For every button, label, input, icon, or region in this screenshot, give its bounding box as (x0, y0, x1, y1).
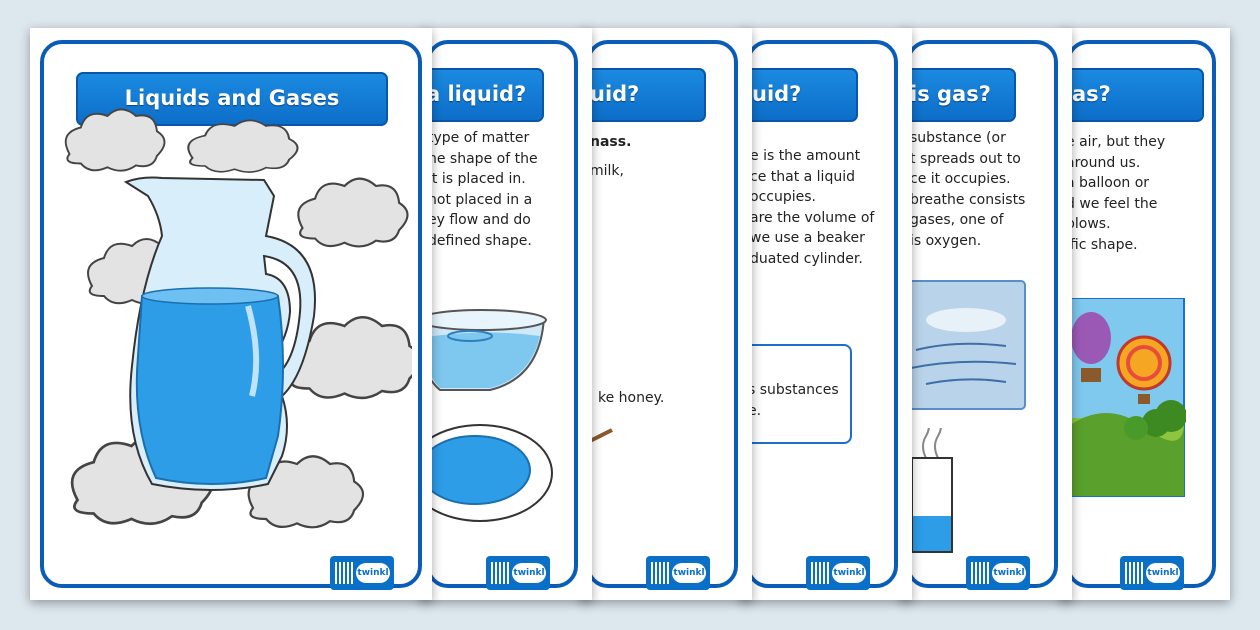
plate-icon (420, 424, 553, 522)
text-line: ce that a liquid (750, 168, 855, 185)
twinkl-logo: twinkl (1120, 556, 1184, 590)
twinkl-logo: twinkl (486, 556, 550, 590)
jug-icon (123, 176, 316, 491)
balloon-scene-icon (1066, 298, 1186, 497)
text-line: s substances (748, 382, 839, 398)
poster-title: uid? (580, 68, 706, 122)
bowl-icon (420, 309, 547, 391)
text-line: not placed in a (428, 191, 533, 208)
twinkl-logo: twinkl (806, 556, 870, 590)
poster-2: a liquid? type of matter he shape of the… (420, 28, 592, 600)
text-line: occupies. (750, 189, 816, 205)
poster-text: e is the amount ce that a liquid occupie… (750, 146, 874, 269)
text-line: d we feel the (1066, 195, 1158, 212)
text-line: it is placed in. (428, 171, 526, 187)
text-line: substance (or (910, 130, 1006, 146)
qr-code-icon (491, 562, 509, 584)
qr-code-icon (651, 562, 669, 584)
poster-text: substance (or t spreads out to ce it occ… (910, 128, 1025, 251)
poster-1: Liquids and Gases twinkl (30, 28, 432, 600)
cloud-icon (297, 177, 409, 248)
text-line: ey flow and do (428, 212, 531, 228)
jug-illustration (64, 108, 412, 529)
twinkl-logo: twinkl (966, 556, 1030, 590)
poster-title: Liquids and Gases (76, 72, 388, 126)
text-line: type of matter (428, 130, 530, 146)
qr-code-icon (811, 562, 829, 584)
poster-text: type of matter he shape of the it is pla… (428, 128, 538, 251)
poster-6: as? e air, but they around us. a balloon… (1060, 28, 1230, 600)
qr-code-icon (1125, 562, 1143, 584)
text-line: milk, (590, 162, 624, 179)
info-box: s substances e. (740, 344, 852, 444)
cloud-icon (64, 108, 166, 172)
text-line: are the volume of (750, 209, 875, 226)
poster-text: ke honey. (598, 388, 664, 409)
twinkl-logo: twinkl (646, 556, 710, 590)
text-line: e. (748, 402, 762, 419)
text-line: e is the amount (750, 148, 861, 164)
text-line: we use a beaker (750, 230, 865, 246)
text-line: is oxygen. (910, 232, 982, 249)
cloud-icon (187, 119, 299, 174)
text-line: gases, one of (910, 212, 1004, 228)
poster-title: is gas? (900, 68, 1016, 122)
text-line: defined shape. (428, 232, 532, 249)
text-line: a balloon or (1066, 175, 1150, 191)
poster-title: uid? (740, 68, 858, 122)
poster-frame (40, 40, 422, 588)
poster-5: is gas? substance (or t spreads out to c… (900, 28, 1072, 600)
text-line: breathe consists (910, 191, 1026, 208)
poster-frame (746, 40, 898, 588)
qr-code-icon (335, 562, 353, 584)
text-line: duated cylinder. (750, 250, 863, 267)
text-line: ce it occupies. (910, 171, 1011, 187)
text-line: t spreads out to (910, 150, 1021, 167)
text-line: ific shape. (1066, 236, 1138, 253)
beaker-icon (911, 428, 953, 553)
poster-title: a liquid? (420, 68, 544, 122)
text-line: ke honey. (598, 390, 665, 406)
text-line: he shape of the (428, 150, 538, 167)
text-line: blows. (1066, 216, 1111, 232)
twinkl-logo: twinkl (330, 556, 394, 590)
poster-text: nass. milk, (590, 132, 631, 181)
poster-text: e air, but they around us. a balloon or … (1066, 132, 1165, 255)
poster-3: uid? nass. milk, ke honey. twinkl (580, 28, 752, 600)
poster-title: as? (1060, 68, 1204, 122)
poster-frame (586, 40, 738, 588)
text-line: e air, but they (1066, 134, 1166, 150)
wind-icon (906, 280, 1026, 410)
text-line: nass. (590, 134, 632, 150)
text-line: around us. (1066, 154, 1141, 171)
poster-4: uid? e is the amount ce that a liquid oc… (740, 28, 912, 600)
qr-code-icon (971, 562, 989, 584)
